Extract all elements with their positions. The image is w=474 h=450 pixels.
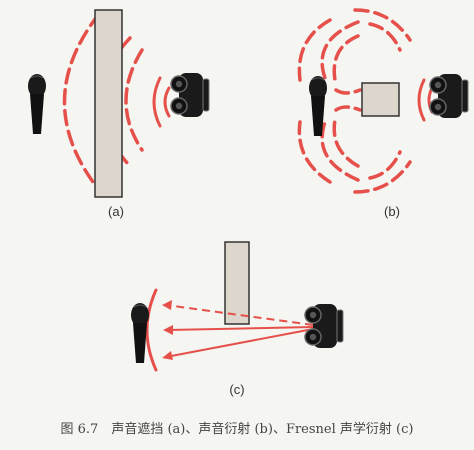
panel-c (130, 241, 344, 372)
panel-a (27, 9, 210, 198)
wavefront-b-11 (368, 150, 402, 180)
microphone-icon (27, 73, 47, 135)
obstacle-box (361, 82, 400, 117)
wavefront-b-6 (320, 120, 360, 182)
ray-dashed (165, 304, 314, 326)
speaker-icon (170, 72, 210, 118)
figure-caption: 图 6.7 声音遮挡 (a)、声音衍射 (b)、Fresnel 声学衍射 (c) (60, 422, 414, 437)
wavefront-a-3 (124, 48, 144, 152)
obstacle-panel (224, 241, 250, 325)
ray-direct (167, 326, 314, 331)
speaker-icon (304, 303, 344, 349)
wavefront-b-9 (368, 22, 402, 52)
wavefront-a-5 (163, 86, 171, 118)
wavefront-b-13 (417, 78, 426, 122)
ray-lower (165, 328, 314, 358)
wavefront-a-1 (62, 12, 101, 192)
arrow-head-2 (163, 325, 173, 335)
arrow-head-1 (162, 300, 172, 310)
wavefront-b-8 (297, 120, 332, 184)
wavefront-b-4 (334, 105, 362, 112)
wavefront-b-2 (332, 34, 360, 82)
obstacle-wall (94, 9, 123, 198)
wavefront-b-10 (353, 8, 412, 42)
wavefront-b-3 (334, 88, 362, 95)
wavefront-b-12 (353, 160, 412, 194)
wavefront-b-7 (297, 18, 332, 82)
wavefront-b-1 (320, 20, 360, 80)
arrow-head-3 (162, 351, 173, 360)
speaker-icon (429, 73, 469, 119)
wavefront-a-4 (152, 76, 162, 128)
panel-label-a: (a) (108, 204, 124, 219)
wavefront-c (145, 288, 158, 372)
wavefront-b-5 (332, 118, 360, 168)
panel-label-c: (c) (229, 382, 245, 397)
panel-label-b: (b) (384, 204, 400, 219)
panel-b (297, 8, 469, 194)
